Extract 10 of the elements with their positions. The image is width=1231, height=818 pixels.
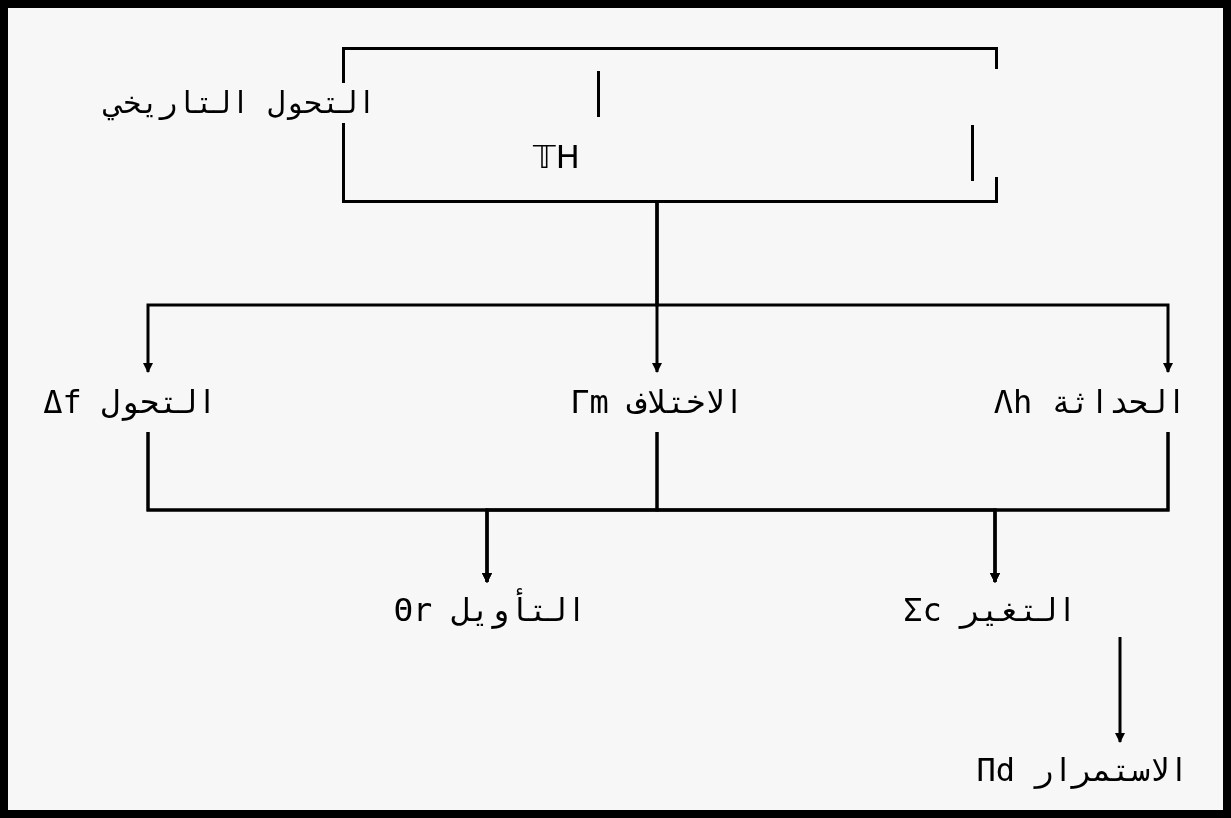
arrow [1115,637,1125,743]
arrow [655,203,1173,373]
node-label: Θr التأويل [393,589,587,630]
node-label: Δf التحول [43,382,217,422]
node-label: Πd الاستمرار [976,749,1189,790]
symbol-text: 𝕋H [533,137,580,177]
node-label: Γm الاختلاف [570,382,744,422]
arrow [990,432,1170,583]
node-label: Λh الحداثة [993,382,1187,422]
node-label: Σc التغير [903,589,1077,630]
